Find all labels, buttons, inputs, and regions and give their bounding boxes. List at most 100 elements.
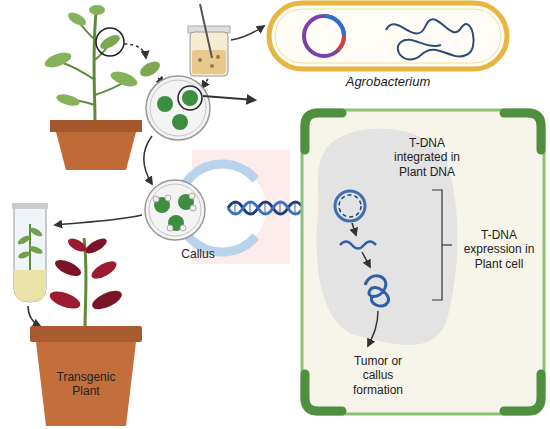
transgenic-plant-part: [48, 288, 83, 312]
stage-label: Callus: [168, 247, 228, 261]
leaf-explant-part: [137, 58, 162, 79]
zoom-inset-part: [234, 203, 236, 213]
leaf-explant: [124, 44, 164, 84]
bacterium-capsule: Agrobacterium: [266, 0, 510, 96]
petri-dish-part: [146, 76, 210, 140]
petri-dish-outline-part: [180, 225, 186, 231]
integrated-dna-part: [335, 191, 365, 221]
plant-cell-outline-part: [504, 374, 541, 411]
plant-cell-outline-part: [302, 110, 544, 414]
bacterium-capsule-outline-part: [275, 9, 501, 63]
integrated-dna: [335, 191, 365, 221]
source-plant-part: [66, 10, 88, 29]
source-plant-part: [43, 50, 73, 71]
plant-cell: T-DNA integrated in Plant DNA T-DNA expre…: [298, 106, 548, 418]
protein: [362, 252, 389, 346]
mrna-strand: [340, 223, 376, 249]
protein-part: [368, 311, 378, 346]
organism-label: Agrobacterium: [266, 74, 510, 90]
plant-pot-outline-part: [36, 342, 136, 426]
petri-dish-part: [144, 136, 152, 184]
transgenic-plant: [48, 236, 125, 330]
petri-dish-outline-part: [153, 196, 159, 202]
petri-dish-part: [172, 114, 188, 130]
zoom-inset-part: [264, 203, 266, 213]
source-plant-part: [109, 69, 139, 90]
bacteria-vial-part: [216, 55, 220, 59]
source-plant-part: [55, 92, 81, 108]
culture-tube-part: [14, 270, 46, 302]
petri-dish-outline-part: [149, 184, 201, 236]
source-plant-part: [98, 32, 122, 52]
process-label: T-DNA integrated in Plant DNA: [384, 136, 470, 179]
expression-bracket: [432, 190, 452, 300]
protein-part: [365, 276, 389, 306]
zoom-inset-part: [228, 202, 303, 214]
culture-tube-part: [14, 208, 46, 302]
mrna-strand-part: [340, 242, 376, 249]
zoom-inset-part: [249, 203, 251, 213]
culture-tube-part: [28, 245, 43, 255]
plant-cell-outline-part: [305, 374, 342, 411]
petri-dish-part: [182, 90, 198, 106]
source-plant-part: [56, 132, 136, 170]
culture-tube: [12, 203, 48, 302]
bacterium-capsule-outline-part: [338, 36, 344, 50]
petri-dish: Callus: [140, 175, 230, 270]
result-label: Transgenic Plant: [52, 370, 120, 399]
callus-arrows-part: [55, 215, 142, 225]
culture-tube-part: [16, 234, 31, 246]
zoom-inset-part: [279, 203, 281, 213]
source-plant: [43, 5, 142, 170]
zoom-inset-part: [178, 164, 266, 252]
petri-dish-outline-part: [167, 225, 173, 231]
transgenic-plant-part: [83, 236, 109, 257]
source-plant-part: [50, 120, 142, 132]
bacteria-vial-part: [200, 4, 212, 58]
bacterium-capsule-outline-part: [324, 16, 344, 36]
plant-pot: Transgenic Plant: [30, 322, 142, 428]
zoom-inset-part: [228, 202, 303, 214]
transgenic-plant-part: [66, 236, 88, 255]
petri-dish-part: [178, 86, 202, 110]
expression-bracket-part: [432, 190, 442, 300]
culture-tube-part: [12, 203, 48, 209]
petri-dish-outline-part: [190, 205, 196, 211]
bacterium-capsule-outline-part: [386, 19, 474, 59]
plant-cell-outline-part: [504, 113, 541, 150]
petri-dish-outline-part: [189, 193, 195, 199]
bacteria-vial-part: [231, 26, 264, 40]
culture-tube-part: [28, 226, 43, 238]
expression-bracket-part: [442, 244, 452, 245]
bacterium-capsule-outline-part: [269, 3, 507, 69]
petri-dish-outline-part: [165, 195, 171, 201]
bacterium-capsule-outline-part: [304, 16, 344, 56]
culture-tube-part: [17, 250, 30, 260]
leaf-explant-part: [124, 44, 146, 58]
integrated-dna-part: [339, 195, 361, 217]
callus-arrows-part: [28, 306, 40, 326]
transgenic-plant-part: [90, 287, 125, 313]
bacteria-vial-part: [202, 79, 208, 88]
bacteria-vial-part: [190, 32, 228, 76]
bacteria-vial-part: [192, 50, 226, 74]
outcome-label: Tumor or callus formation: [340, 354, 416, 397]
source-plant-part: [89, 5, 105, 15]
protein-part: [362, 252, 370, 267]
bacteria-vial: [188, 4, 264, 88]
process-label: T-DNA expression in Plant cell: [456, 228, 542, 271]
zoom-inset-part: [294, 203, 296, 213]
petri-dish-part: [157, 96, 173, 112]
mrna-strand-part: [352, 223, 356, 235]
source-plant-part: [60, 62, 95, 80]
transgenic-plant-part: [53, 257, 83, 280]
bacteria-vial-part: [198, 58, 202, 62]
petri-dish-outline-part: [145, 180, 205, 240]
petri-dish-part: [203, 96, 255, 100]
bacteria-vial-part: [210, 64, 214, 68]
petri-dish-part: [150, 80, 206, 136]
plant-pot-outline-part: [30, 326, 142, 342]
source-plant-part: [96, 28, 124, 56]
